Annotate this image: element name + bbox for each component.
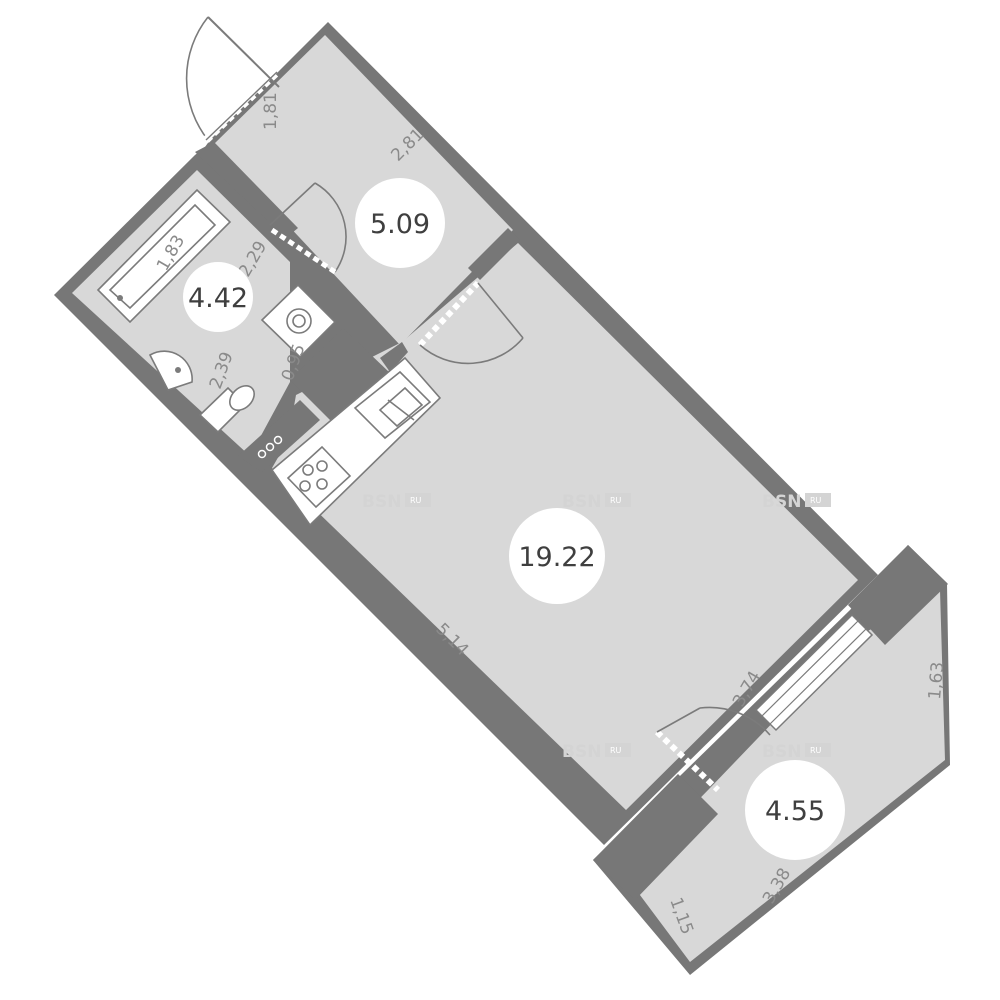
area-label-hall: 5.09 [355,178,445,268]
watermark: BSN RU [762,492,831,512]
svg-text:RU: RU [610,746,622,755]
svg-text:RU: RU [810,496,822,505]
partition-wall [468,228,520,280]
dimension-entrance-width: 1,81 [261,92,281,130]
svg-text:BSN: BSN [562,742,601,762]
wall-pillar [593,774,718,900]
partition-wall [380,342,408,372]
bathroom-door[interactable] [269,182,347,275]
stove-icon [286,445,352,509]
ventilation-shaft [290,328,390,425]
kitchen-sink-icon [378,386,424,428]
svg-text:RU: RU [810,746,822,755]
wall-pillar [848,545,948,645]
window [754,613,874,732]
riser-icon [257,435,283,459]
entrance-door[interactable] [185,16,280,143]
svg-text:RU: RU [610,496,622,505]
bathroom-floor [72,170,290,456]
room-door[interactable] [417,280,524,365]
toilet-icon [198,385,255,434]
washing-machine-icon [260,283,337,359]
svg-text:19.22: 19.22 [518,542,595,573]
watermark: BSN RU [562,492,631,512]
watermark: BSN RU [562,742,631,762]
partition-wall [195,142,298,238]
area-label-loggia: 4.55 [745,760,845,860]
dimension-loggia-side: 1,63 [925,661,948,700]
area-label-main-room: 19.22 [509,508,605,604]
kitchen-counter [270,356,442,527]
svg-text:4.55: 4.55 [765,796,825,827]
svg-text:BSN: BSN [762,492,801,512]
svg-text:5.09: 5.09 [370,209,430,240]
watermark: BSN RU [762,742,831,762]
hall-floor [213,35,513,345]
svg-text:BSN: BSN [762,742,801,762]
svg-text:RU: RU [410,496,422,505]
svg-text:BSN: BSN [362,492,401,512]
loggia-door[interactable] [654,706,771,793]
bathtub-icon [96,188,232,324]
sink-icon [148,350,193,391]
area-label-bathroom: 4.42 [183,262,253,332]
watermark: BSN RU [362,492,431,512]
svg-text:BSN: BSN [562,492,601,512]
svg-text:4.42: 4.42 [188,283,248,314]
